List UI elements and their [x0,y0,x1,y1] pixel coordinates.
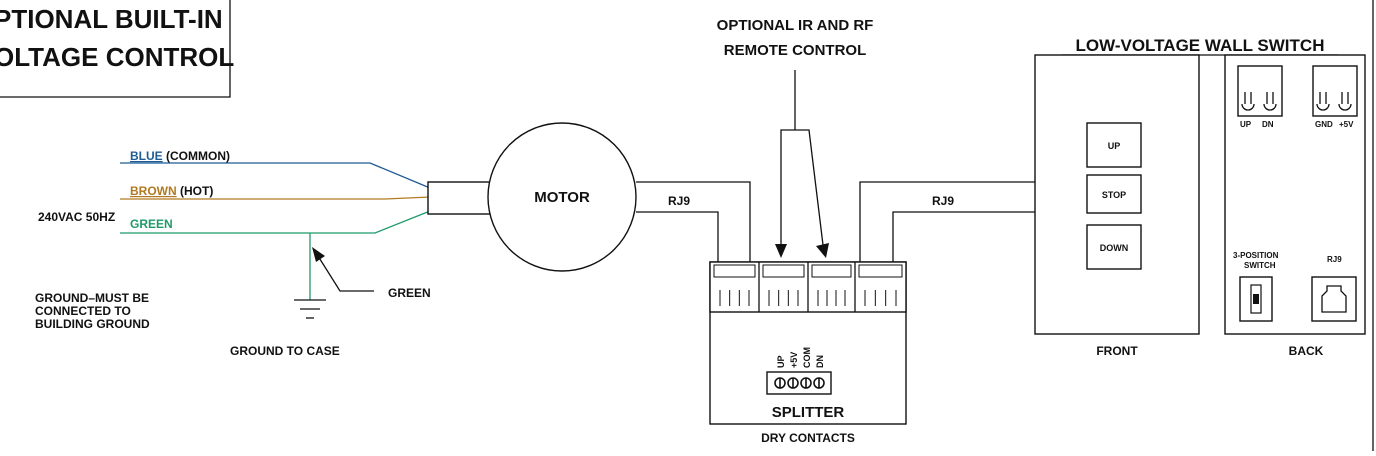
rj9-cable-right: RJ9 [859,181,1035,262]
green-wire [120,210,431,234]
green-ground-label: GREEN [388,286,431,300]
green-wire-label: GREEN [130,217,173,231]
title-line-2: OLTAGE CONTROL [0,42,234,72]
screw-terminal-icon [1241,92,1255,111]
terminal-5v-label: +5V [1339,120,1354,129]
blue-wire [120,162,431,189]
switch-label-2: SWITCH [1244,261,1276,270]
ground-arrow-head [312,247,325,262]
rj9-right-label: RJ9 [932,194,954,208]
back-label: BACK [1289,344,1324,358]
terminal-gnd-label: GND [1315,120,1333,129]
terminal-up-label: UP [1240,120,1252,129]
remote-line-2: REMOTE CONTROL [724,42,867,59]
motor: MOTOR [427,122,637,272]
rj9-jack [1311,276,1357,322]
stop-button-label: STOP [1102,190,1126,200]
title-box: PTIONAL BUILT-IN OLTAGE CONTROL [0,0,234,98]
terminal-block [766,371,832,395]
remote-arrow-right [816,243,829,258]
splitter-port-1 [713,264,756,278]
splitter-port-2 [762,264,805,278]
switch-label-1: 3-POSITION [1233,251,1279,260]
power-wiring: 240VAC 50HZ BLUE (COMMON) BROWN (HOT) GR… [35,149,431,358]
ground-case-label: GROUND TO CASE [230,344,340,358]
terminal-label: DN [815,355,825,368]
remote-arrow-left [775,244,787,258]
rj9-cable-left: RJ9 [636,181,751,262]
up-button [1086,122,1142,168]
motor-cable-stub [427,181,495,215]
title-line-1: PTIONAL BUILT-IN [0,4,223,34]
screw-terminal-icon [1338,92,1352,111]
switch-knob [1253,294,1259,304]
remote-line-1: OPTIONAL IR AND RF [717,17,874,34]
down-button [1086,224,1142,270]
screw-terminal-icon [1316,92,1330,111]
blue-wire-label: BLUE (COMMON) [130,149,230,163]
ground-note-2: CONNECTED TO [35,304,131,318]
jack-label: RJ9 [1327,255,1342,264]
stop-button [1086,174,1142,214]
brown-wire [120,196,431,200]
terminal-dn-label: DN [1262,120,1274,129]
splitter-port-3 [811,264,852,278]
terminal-label: +5V [789,352,799,368]
motor-label: MOTOR [534,189,590,206]
remote-arrows: OPTIONAL IR AND RF REMOTE CONTROL [717,17,874,258]
ground-note-3: BUILDING GROUND [35,317,150,331]
splitter-label: SPLITTER [772,404,845,421]
rj9-jack-outline [1321,285,1347,313]
down-button-label: DOWN [1100,243,1129,253]
dry-contacts-label: DRY CONTACTS [761,431,855,445]
ground-note-1: GROUND–MUST BE [35,291,149,305]
brown-wire-label: BROWN (HOT) [130,184,213,198]
terminal-label: COM [802,347,812,368]
screw-terminal-icon [1263,92,1277,111]
wall-switch-title: LOW-VOLTAGE WALL SWITCH [1076,36,1325,55]
motor-circle [487,122,637,272]
terminal-label: UP [776,355,786,368]
up-button-label: UP [1108,141,1121,151]
rj9-left-label: RJ9 [668,194,690,208]
ground-arrow-line [317,255,374,292]
splitter-port-4 [858,264,903,278]
front-label: FRONT [1096,344,1138,358]
supply-label: 240VAC 50HZ [38,210,115,224]
wall-switch-back: UP DN GND +5V 3-POSITION SWITCH RJ9 BACK [1224,54,1366,358]
